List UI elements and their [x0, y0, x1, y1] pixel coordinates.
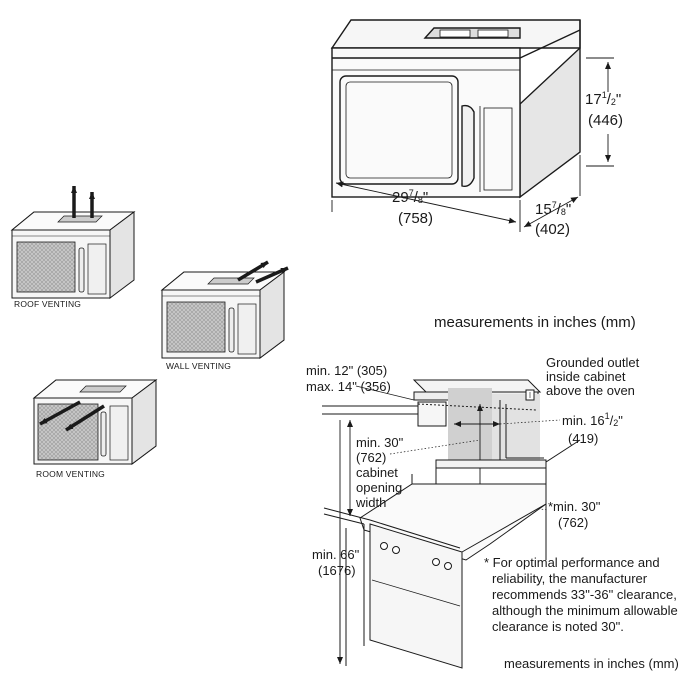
height-mm: (446) — [588, 112, 624, 129]
min30-label-5: width — [356, 495, 387, 510]
min30-label-2: (762) — [356, 450, 387, 465]
note-line-5: clearance is noted 30". — [492, 619, 624, 634]
width-unit: " — [422, 189, 429, 206]
room-venting-drawing — [32, 379, 158, 465]
min16-den: 2 — [613, 418, 619, 428]
width-label: 297/8" — [392, 188, 429, 206]
installation-drawing — [322, 379, 581, 669]
width-whole: 29 — [392, 189, 409, 206]
min30b-label-2: (762) — [558, 515, 589, 530]
depth-num: 7 — [551, 200, 557, 210]
measurements-caption-bottom: measurements in inches (mm) — [504, 656, 679, 671]
min66-label-2: (1676) — [318, 563, 356, 578]
outlet-label-3: above the oven — [546, 383, 635, 398]
outlet-label-1: Grounded outlet — [546, 355, 640, 370]
main-microwave-drawing — [330, 19, 614, 232]
room-venting-caption: ROOM VENTING — [36, 469, 105, 479]
wall-venting-drawing — [160, 260, 289, 359]
depth-whole: 15 — [535, 201, 552, 218]
depth-den: 8 — [560, 207, 566, 217]
width-num: 7 — [408, 188, 414, 198]
width-den: 8 — [417, 195, 423, 205]
min30-label-1: min. 30" — [356, 435, 404, 450]
outlet-label-2: inside cabinet — [546, 369, 626, 384]
min16-num: 1 — [604, 411, 610, 421]
height-den: 2 — [610, 97, 616, 107]
wall-venting-caption: WALL VENTING — [166, 361, 232, 371]
height-whole: 17 — [585, 91, 602, 108]
measurements-caption-top: measurements in inches (mm) — [434, 314, 636, 331]
width-mm: (758) — [398, 210, 434, 227]
roof-venting-caption: ROOF VENTING — [14, 299, 82, 309]
note-line-2: reliability, the manufacturer — [492, 571, 648, 586]
note-line-3: recommends 33"-36" clearance, — [492, 587, 677, 602]
depth-mm: (402) — [535, 221, 571, 238]
roof-venting-drawing — [10, 186, 136, 299]
note-line-4: although the minimum allowable — [492, 603, 678, 618]
min30-label-4: opening — [356, 480, 403, 495]
min30-label-3: cabinet — [356, 465, 398, 480]
height-unit: " — [615, 91, 622, 108]
min66-label-1: min. 66" — [312, 547, 360, 562]
max14-label: max. 14" (356) — [306, 379, 391, 394]
min16-label: min. 161/2" — [562, 411, 623, 428]
note-line-1: * For optimal performance and — [484, 555, 660, 570]
min12-label: min. 12" (305) — [306, 363, 388, 378]
height-num: 1 — [601, 90, 607, 100]
min16-prefix: min. 16 — [562, 413, 605, 428]
depth-label: 157/8" — [535, 200, 572, 218]
min16-unit: " — [618, 413, 623, 428]
min16-mm: (419) — [568, 431, 599, 446]
min30b-label-1: *min. 30" — [548, 499, 601, 514]
depth-unit: " — [565, 201, 572, 218]
height-label: 171/2" — [585, 90, 622, 108]
